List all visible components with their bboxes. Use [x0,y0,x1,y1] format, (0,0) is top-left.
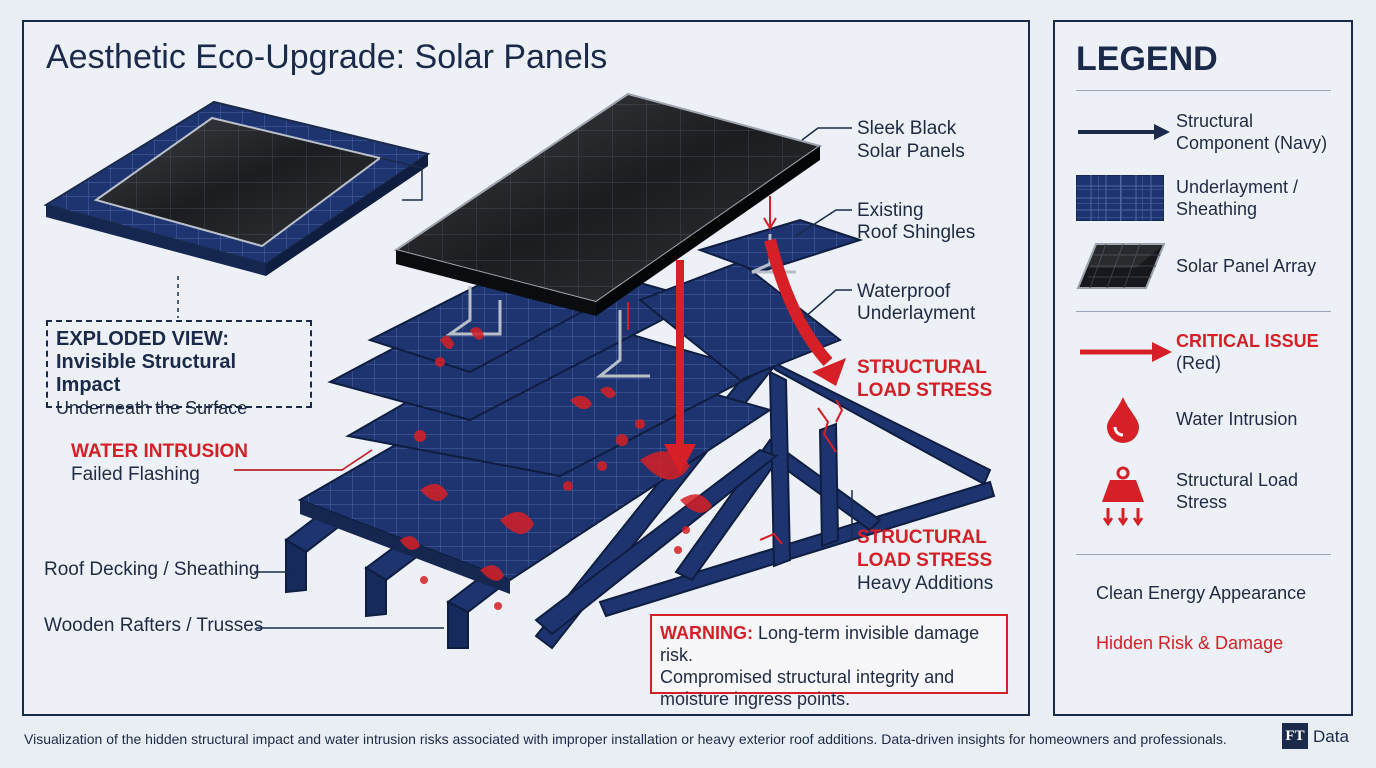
label-shingles-2: Roof Shingles [857,222,976,243]
warning-text-1: Long-term invisible damage risk. [660,623,980,665]
load-weight-icon [1102,466,1144,527]
diagram-title: Aesthetic Eco-Upgrade: Solar Panels [46,38,608,76]
ft-data-label: Data [1313,727,1349,746]
label-underlay-1: Waterproof [857,281,951,302]
label-heavy-additions: Heavy Additions [857,573,994,594]
legend-structural-2: Component (Navy) [1176,133,1328,153]
legend-clean-energy: Clean Energy Appearance [1096,583,1307,603]
label-load-top-1: STRUCTURAL [857,357,987,378]
warning-box: WARNING: Long-term invisible damage risk… [650,614,1008,709]
legend-frame [1053,20,1353,716]
navy-arrow-icon [1078,124,1170,140]
legend-hidden-risk: Hidden Risk & Damage [1096,633,1284,653]
load-arrows [664,238,846,474]
legend-water: Water Intrusion [1176,409,1298,429]
legend-structural-1: Structural [1176,111,1254,131]
label-failed-flashing: Failed Flashing [71,464,200,485]
ft-logo: FT [1282,723,1308,749]
label-panels-2: Solar Panels [857,141,965,162]
water-leader [234,449,373,471]
exploded-view-subheading: Invisible Structural Impact [56,351,237,396]
inset-roof [43,100,431,318]
exploded-view-heading: EXPLODED VIEW: [56,328,229,350]
legend-underlay-1: Underlayment / [1176,177,1299,197]
label-roof-decking: Roof Decking / Sheathing [44,559,260,580]
water-drop-icon [1107,397,1139,443]
exploded-view-box: EXPLODED VIEW: Invisible Structural Impa… [46,320,312,418]
solar-panel [393,92,823,316]
warning-prefix: WARNING: [660,623,753,643]
legend-critical-2: (Red) [1176,353,1222,373]
legend-load-2: Stress [1176,492,1228,512]
label-panels-1: Sleek Black [857,118,957,139]
legend-divider-2 [1076,311,1331,312]
underlayment-swatch-icon [1076,175,1164,221]
legend-solar: Solar Panel Array [1176,256,1317,276]
warning-text-3: moisture ingress points. [660,689,851,709]
solar-panel-icon [1076,243,1166,289]
warning-text-2: Compromised structural integrity and [660,667,955,687]
legend-title: LEGEND [1076,40,1218,78]
label-underlay-2: Underlayment [857,303,976,324]
legend-divider-3 [1076,554,1331,555]
label-water-intrusion: WATER INTRUSION [71,441,248,462]
legend-divider [1076,90,1331,91]
legend-load-1: Structural Load [1176,470,1299,490]
label-shingles-1: Existing [857,200,924,221]
label-load-top-2: LOAD STRESS [857,380,993,401]
footer-caption: Visualization of the hidden structural i… [24,731,1227,747]
label-load-mid-1: STRUCTURAL [857,527,987,548]
legend-critical-1: CRITICAL ISSUE [1176,331,1319,351]
red-arrow-icon [1080,342,1172,362]
exploded-view-note: Underneath the Surface [56,398,248,418]
label-rafters: Wooden Rafters / Trusses [44,615,264,636]
legend-underlay-2: Sheathing [1176,199,1258,219]
label-load-mid-2: LOAD STRESS [857,550,993,571]
crack-marks [759,399,844,545]
